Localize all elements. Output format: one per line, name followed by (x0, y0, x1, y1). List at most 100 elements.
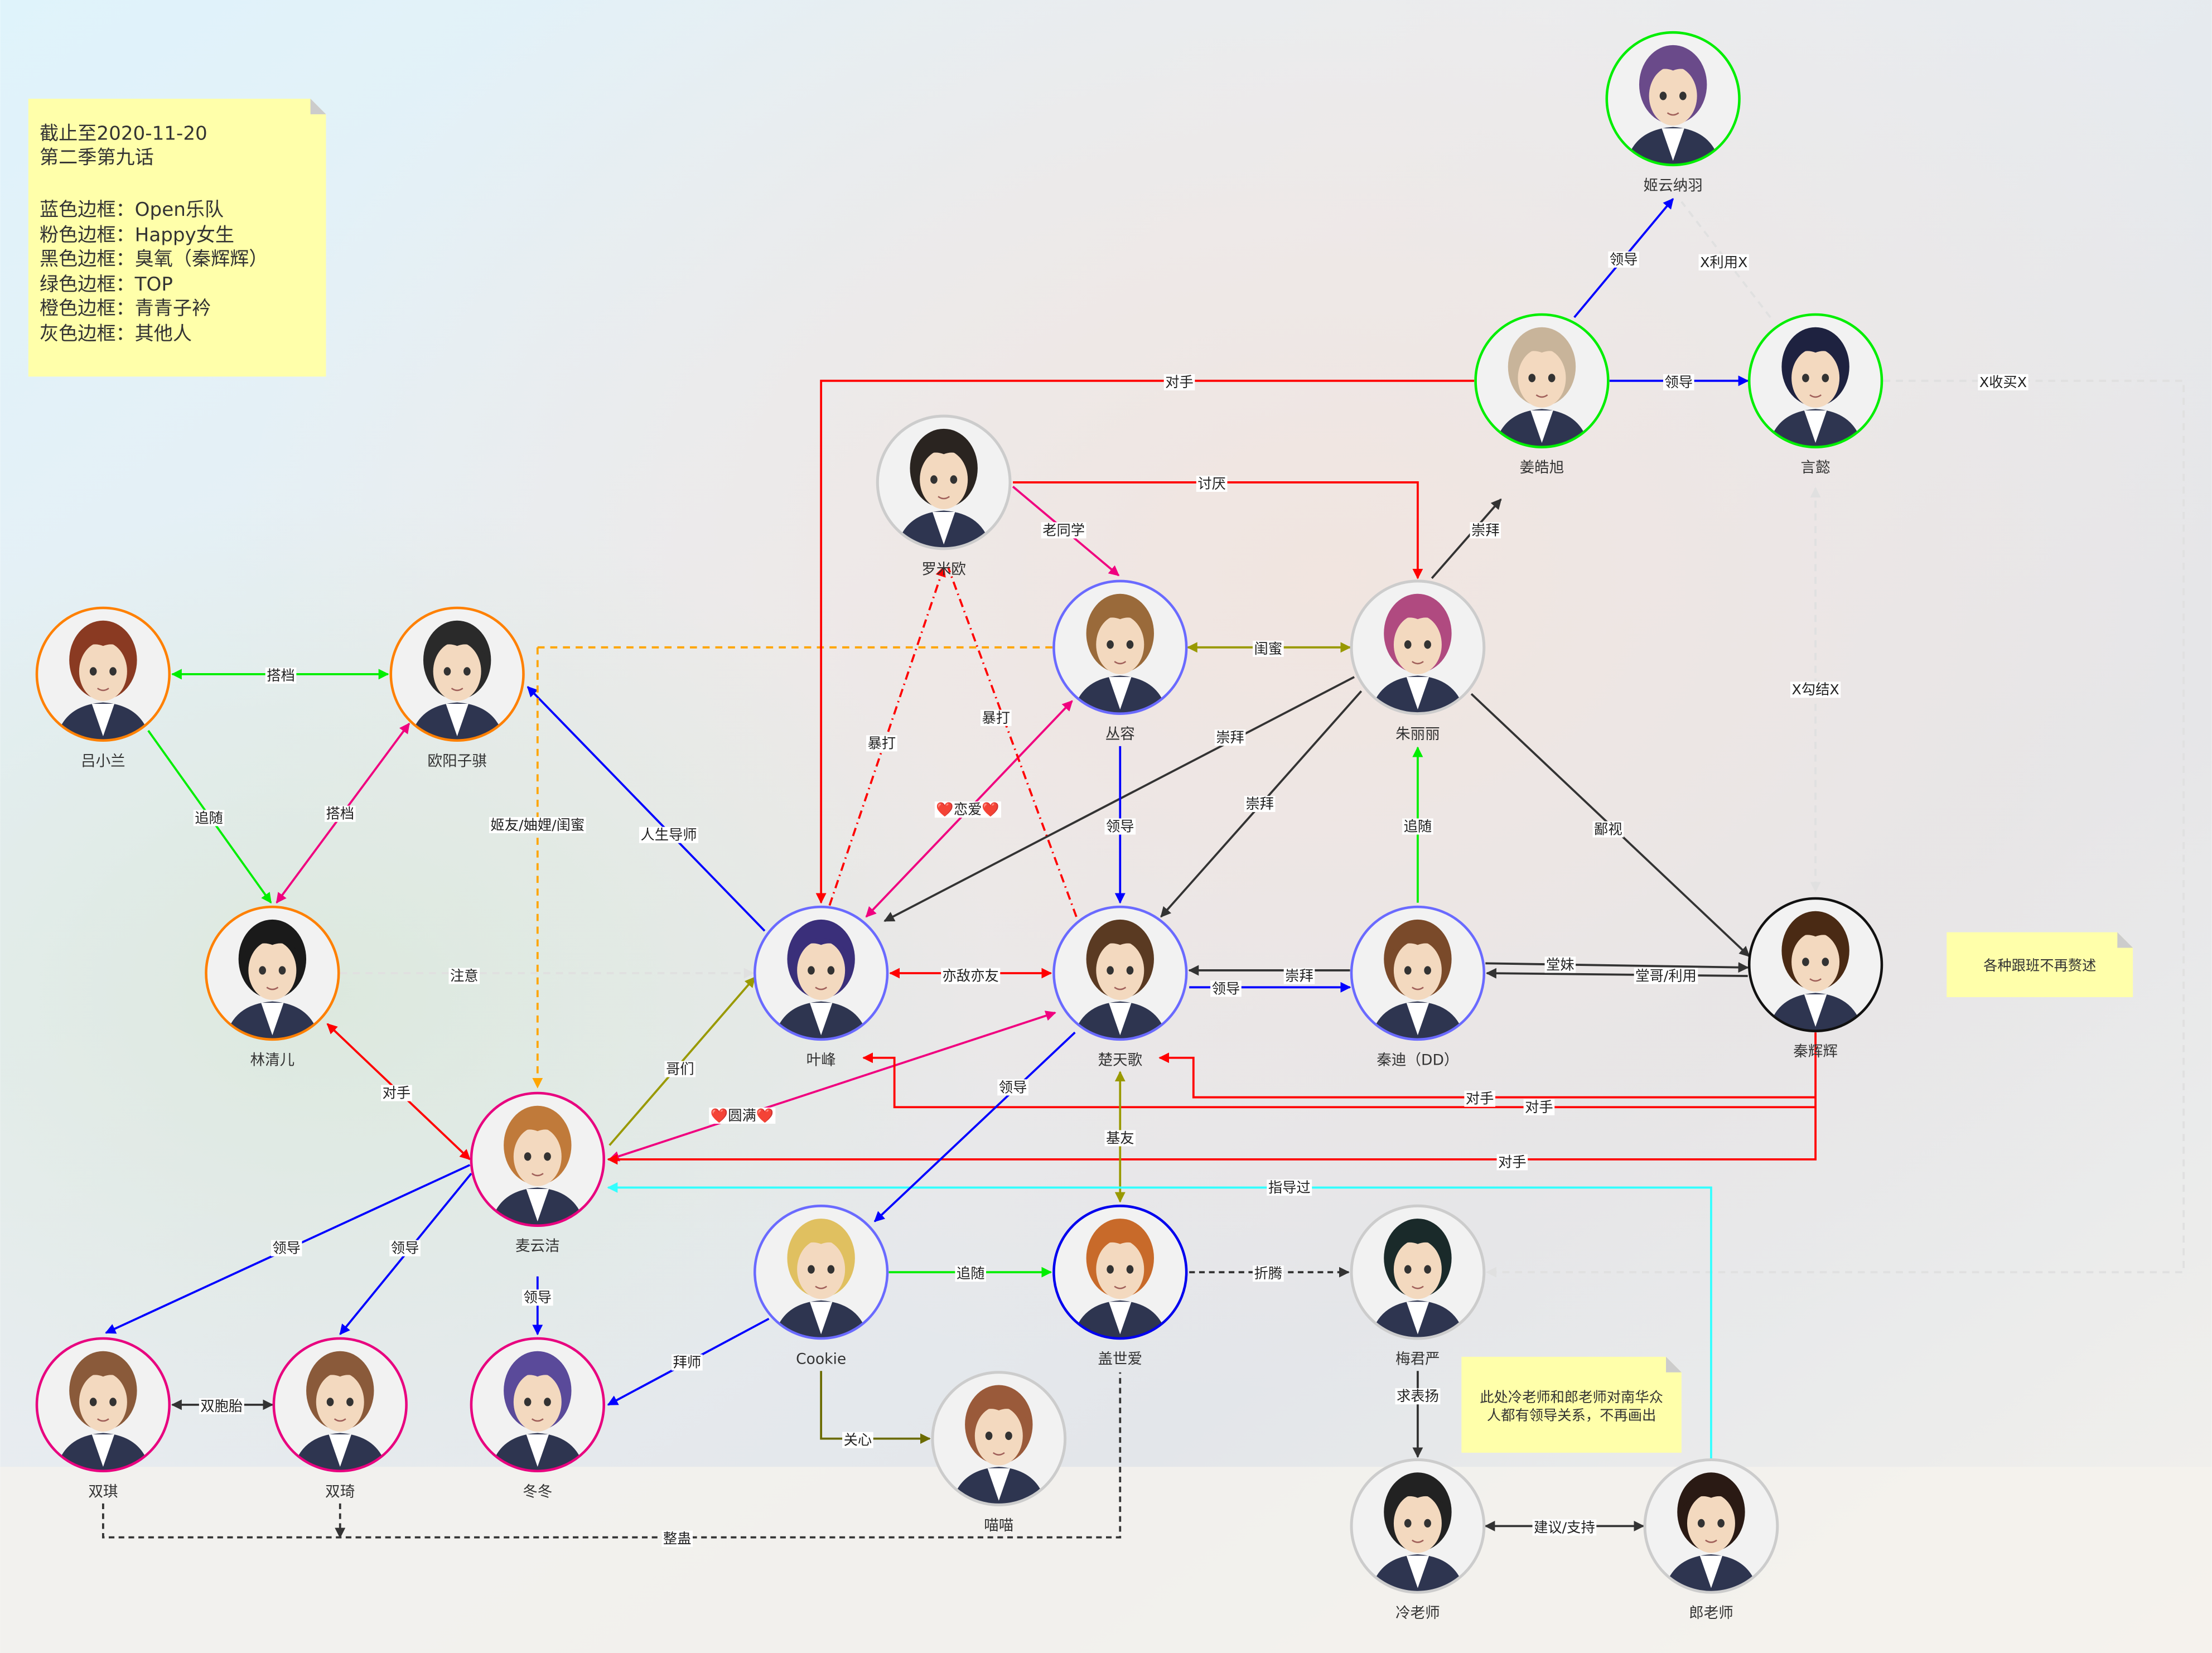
character-node-lenglaoshi[interactable]: 冷老师 (1350, 1458, 1486, 1622)
edge-label-bg (664, 1061, 696, 1077)
edge-label: 姬友/妯娌/闺蜜 (489, 816, 586, 833)
character-node-ouyang[interactable]: 欧阳子骐 (389, 606, 525, 770)
avatar (37, 608, 170, 741)
edge-label-bg (997, 1079, 1028, 1096)
relationship-edge (1485, 379, 2185, 1278)
character-name: 双琪 (88, 1483, 118, 1500)
character-name: 吕小兰 (81, 752, 125, 770)
character-node-zhulili[interactable]: 朱丽丽 (1350, 579, 1486, 743)
edge-label-bg (265, 667, 297, 684)
edge-label: 基友 (1104, 1130, 1136, 1147)
node-border (1350, 1204, 1486, 1340)
avatar (1749, 898, 1882, 1031)
edge-label: 崇拜 (1244, 796, 1276, 813)
edge-label: 暴打 (980, 709, 1012, 726)
relationship-edge (607, 1107, 1817, 1165)
edge-label: 搭档 (324, 805, 356, 822)
avatar (37, 1338, 170, 1471)
edge-label-bg (1470, 522, 1501, 539)
edge-label-text: 崇拜 (1285, 968, 1313, 984)
edge-label-bg (324, 805, 356, 822)
character-name: 罗米欧 (921, 560, 966, 578)
edge-label: X利用X (1698, 254, 1749, 270)
relationship-edge (608, 1011, 1056, 1162)
character-node-langlaoshi[interactable]: 郎老师 (1643, 1458, 1779, 1622)
character-node-maiyunjie[interactable]: 麦云洁 (470, 1091, 605, 1255)
character-node-jiang[interactable]: 姜皓旭 (1474, 313, 1610, 476)
edge-label-bg (1496, 1154, 1528, 1171)
edge-labels-layer: 搭档追随搭档人生导师姬友/妯娌/闺蜜注意对手哥们❤️圆满❤️亦敌亦友❤️恋爱❤️… (193, 251, 2029, 1547)
edge-label-text: X勾结X (1791, 682, 1839, 698)
character-node-shuangqi1[interactable]: 双琪 (35, 1337, 171, 1500)
edge-label: 指导过 (1267, 1179, 1312, 1196)
edge-label-bg (1634, 968, 1698, 984)
character-name: Cookie (796, 1351, 846, 1368)
edge-label-text: 堂妹 (1546, 956, 1575, 973)
edge-label: 整蛊 (661, 1530, 693, 1547)
character-node-cookie[interactable]: Cookie (754, 1205, 889, 1368)
edge-label: 注意 (448, 968, 480, 984)
character-node-qindi[interactable]: 秦迪（DD） (1350, 905, 1486, 1069)
character-node-miaomiao[interactable]: 喵喵 (931, 1371, 1067, 1534)
legend-line: 黑色边框：臭氧（秦辉辉） (40, 248, 268, 270)
edge-label: 鄙视 (1592, 821, 1624, 838)
edge-label: 老同学 (1041, 522, 1086, 539)
legend-line: 粉色边框：Happy女生 (40, 224, 234, 246)
relationship-edge (820, 1371, 931, 1444)
edge-label-bg (1978, 374, 2029, 390)
node-border (1605, 31, 1741, 167)
edge-label-bg (521, 1289, 553, 1306)
character-node-linqing[interactable]: 林清儿 (205, 905, 340, 1069)
character-name: 喵喵 (984, 1517, 1013, 1534)
character-node-jiyun[interactable]: 姬云纳羽 (1605, 31, 1741, 194)
character-name: 姜皓旭 (1520, 459, 1564, 476)
edge-label-text: 人生导师 (640, 827, 697, 843)
character-node-congrong[interactable]: 丛容 (1052, 579, 1188, 743)
character-name: 楚天歌 (1098, 1051, 1142, 1069)
edge-label: 领导 (1608, 251, 1639, 268)
edge-label-bg (1544, 956, 1576, 973)
edge-label-text: 领导 (1212, 980, 1240, 997)
relationship-edge (538, 646, 1052, 1088)
character-node-romeo[interactable]: 罗米欧 (876, 414, 1012, 578)
node-border (1052, 905, 1188, 1041)
relationship-edge (1158, 1052, 1816, 1099)
edge-label-bg (1464, 1090, 1495, 1107)
edge-label-bg (1104, 818, 1136, 835)
edge-label: 领导 (521, 1289, 553, 1306)
node-border (876, 414, 1012, 550)
edge-label-bg (955, 1265, 987, 1282)
edge-label-text: 亦敌亦友 (943, 968, 999, 984)
character-node-chutiange[interactable]: 楚天歌 (1052, 905, 1188, 1069)
character-node-meijunyan[interactable]: 梅君严 (1350, 1204, 1486, 1368)
edge-label: 领导 (389, 1240, 421, 1256)
character-node-qinhuihui[interactable]: 秦辉辉 (1747, 897, 1883, 1060)
legend-line: 橙色边框：青青子衿 (40, 297, 211, 320)
node-border (1350, 579, 1486, 716)
edge-label-text: 追随 (1404, 819, 1432, 835)
node-border (1474, 313, 1610, 448)
edge-label-bg (661, 1530, 693, 1547)
legend-line: 第二季第九话 (40, 146, 154, 168)
edge-label-text: 鄙视 (1594, 821, 1622, 838)
character-node-yefeng[interactable]: 叶峰 (754, 905, 889, 1069)
edge-label: 对手 (1464, 1090, 1495, 1107)
edge-label-bg (1253, 640, 1284, 657)
teachers-note: 此处冷老师和郎老师对南华众 人都有领导关系，不再画出 (1461, 1356, 1682, 1453)
edge-label: 对手 (381, 1085, 412, 1101)
character-name: 叶峰 (806, 1051, 836, 1069)
character-node-yanyi[interactable]: 言懿 (1747, 313, 1883, 476)
character-node-gaishiai[interactable]: 盖世爱 (1052, 1205, 1188, 1368)
character-node-shuangqi2[interactable]: 双琦 (272, 1337, 408, 1500)
character-node-dongdong[interactable]: 冬冬 (470, 1337, 605, 1500)
edge-label-text: 领导 (999, 1079, 1027, 1095)
edge-label: 搭档 (265, 667, 297, 684)
edge-label-text: 整蛊 (663, 1531, 692, 1547)
character-node-lvxiaolan[interactable]: 吕小兰 (35, 606, 171, 770)
edge-label-bg (1532, 1519, 1597, 1536)
edge-label: X勾结X (1790, 682, 1841, 698)
edge-label-text: 基友 (1106, 1130, 1134, 1146)
edge-label-bg (448, 968, 480, 984)
node-border (1643, 1458, 1779, 1594)
character-name: 麦云洁 (515, 1238, 560, 1255)
